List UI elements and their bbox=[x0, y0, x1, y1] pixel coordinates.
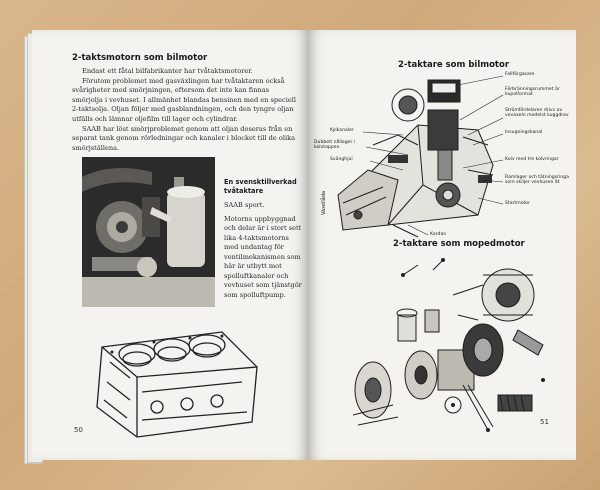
page-number-left: 50 bbox=[74, 426, 83, 434]
label-ramlager: Ramlager och tätningsringa som skiljer v… bbox=[505, 175, 569, 186]
label-insugningskanal: Insugningskanal bbox=[505, 130, 543, 135]
label-svanghjul: Svänghjul bbox=[330, 157, 353, 162]
right-heading-bottom: 2-taktare som mopedmotor bbox=[393, 239, 525, 249]
label-startmotor: Startmotor bbox=[505, 201, 531, 206]
label-forbranningsrummet: Förbränningsrummet är kupolformat bbox=[505, 87, 560, 98]
label-kolv: Kolv med tre kolvringar bbox=[505, 157, 559, 162]
label-dubbelt-nallager: Dubbelt nållager i kolvtappen bbox=[314, 140, 356, 151]
label-vaxellada: Växellåda bbox=[321, 190, 327, 215]
open-book: 2-taktsmotorn som bilmotor Endast ett få… bbox=[22, 30, 578, 464]
caption-first-line: SAAB sport. bbox=[224, 201, 265, 209]
page-right: 2-taktare som bilmotor bbox=[308, 30, 576, 460]
page-number-right: 51 bbox=[540, 418, 549, 426]
label-kardan: Kardan bbox=[430, 232, 447, 237]
moped-engine-exploded bbox=[352, 258, 545, 432]
caption-text: Motorns uppbyggnad och delar är i stort … bbox=[224, 214, 302, 299]
car-engine-leader-lines bbox=[362, 75, 504, 236]
paragraph-3: SAAB har löst smörjproblemet genom att o… bbox=[72, 124, 295, 152]
car-engine-cutaway bbox=[337, 79, 494, 238]
paragraph-1: Endast ett fåtal bilfabrikanter har tvåt… bbox=[82, 67, 253, 75]
caption-block: SAAB sport. Motorns uppbyggnad och delar… bbox=[224, 201, 302, 300]
paragraph-2: Förutom problemet med gasväxlingen har t… bbox=[72, 76, 296, 123]
left-heading: 2-taktsmotorn som bilmotor bbox=[72, 53, 208, 63]
engine-photo bbox=[82, 157, 215, 307]
label-fallforgasare: Fallförgasare bbox=[505, 72, 535, 77]
label-stromfordelaren: Strömfördelaren drivs av vevaxeln medels… bbox=[505, 108, 569, 119]
right-heading-top: 2-taktare som bilmotor bbox=[398, 60, 510, 70]
left-body-text: Endast ett fåtal bilfabrikanter har tvåt… bbox=[72, 67, 298, 153]
engine-photo-art bbox=[82, 157, 215, 307]
caption-title: En svensktillverkad tvåtaktare bbox=[224, 178, 297, 195]
page-left: 2-taktsmotorn som bilmotor Endast ett få… bbox=[32, 30, 308, 460]
label-kylkanaler: Kylkanaler bbox=[330, 128, 354, 133]
engine-block-drawing bbox=[96, 331, 258, 438]
